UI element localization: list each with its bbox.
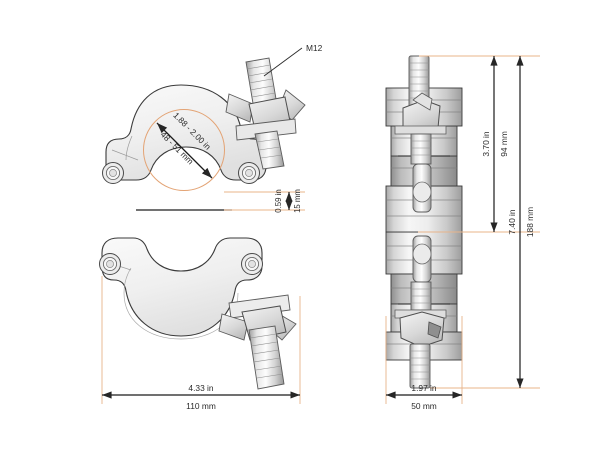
side-width-dimension: 1.97 in 50 mm	[386, 383, 462, 411]
side-body-height-metric: 94 mm	[499, 131, 509, 157]
side-upper-bolt	[394, 55, 447, 213]
gap-dimension: 0.59 in 15 mm	[274, 189, 302, 213]
bore-circle	[143, 109, 225, 191]
gap-dimension-imperial: 0.59 in	[274, 189, 283, 212]
thread-callout: M12	[263, 43, 323, 77]
front-width-dimension: 4.33 in 110 mm	[102, 383, 300, 411]
front-width-metric: 110 mm	[186, 401, 216, 411]
lower-wingnut-assembly	[218, 294, 297, 390]
side-body-height-imperial: 3.70 in	[481, 131, 491, 156]
side-lower-bolt	[394, 235, 447, 389]
side-overall-height-dimension: 7.40 in 188 mm	[507, 56, 535, 388]
front-width-imperial: 4.33 in	[188, 383, 213, 393]
thread-callout-label: M12	[306, 43, 323, 53]
side-overall-height-metric: 188 mm	[525, 207, 535, 237]
front-lower-clamp-half	[99, 237, 263, 340]
side-body-height-dimension: 3.70 in 94 mm	[481, 56, 509, 232]
gap-dimension-metric: 15 mm	[293, 189, 302, 213]
upper-wingnut-assembly	[225, 57, 306, 170]
side-view	[385, 55, 463, 389]
side-width-imperial: 1.97 in	[411, 383, 436, 393]
side-width-metric: 50 mm	[411, 401, 437, 411]
side-overall-height-imperial: 7.40 in	[507, 209, 517, 234]
extension-lines	[101, 55, 540, 404]
